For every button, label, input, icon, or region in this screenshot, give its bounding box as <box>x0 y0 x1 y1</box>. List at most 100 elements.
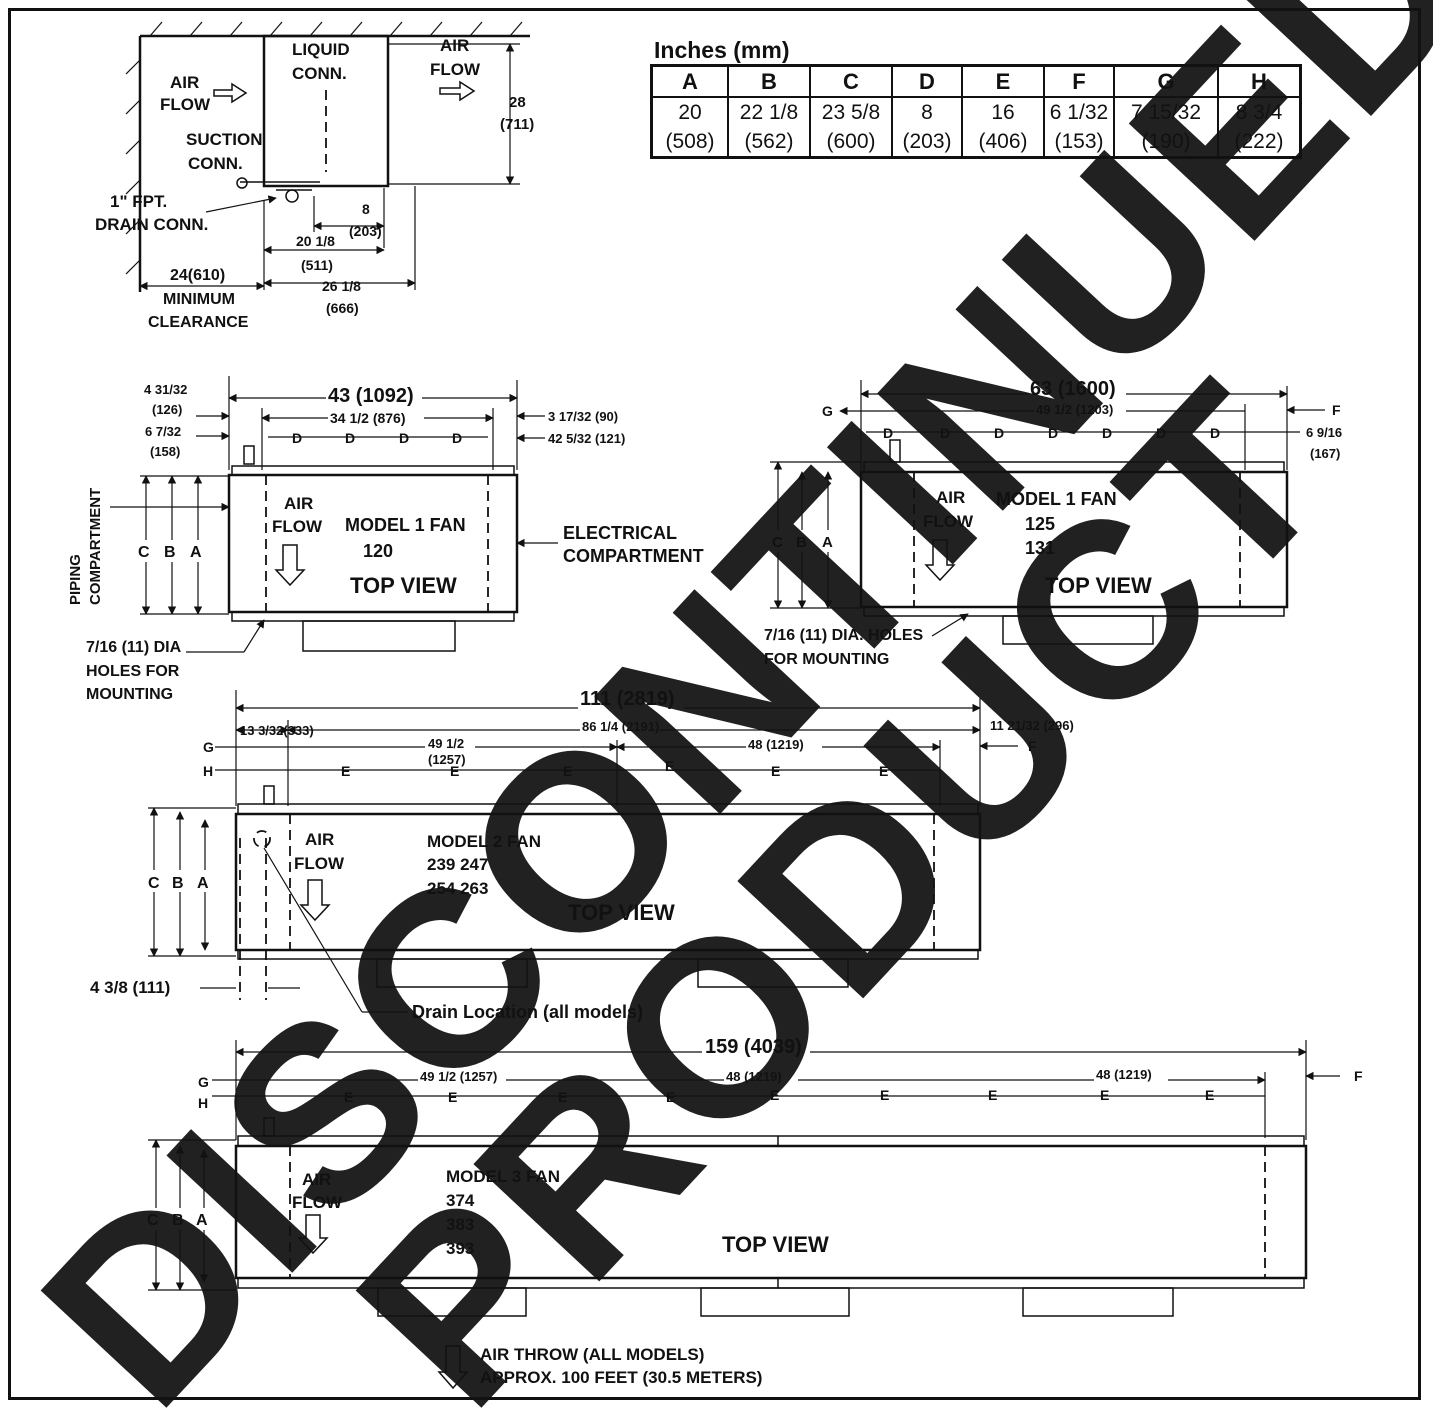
holes-label: 7/16 (11) DIA <box>86 639 182 656</box>
d-label-1: D <box>292 430 302 446</box>
header-h: H <box>1217 64 1302 98</box>
holes-label-2: HOLES FOR <box>86 663 180 680</box>
cell-c-in: 23 5/8 <box>809 97 893 127</box>
drain-conn-label-2: DRAIN CONN. <box>95 215 208 234</box>
dim-20-label: 20 1/8 <box>296 233 335 249</box>
mounting-rail-top <box>231 465 515 476</box>
cell-c-mm: (600) <box>809 127 893 159</box>
header-e: E <box>961 64 1045 98</box>
e-label-2fan-1: E <box>341 763 350 779</box>
dim-26-label: 26 1/8 <box>322 278 361 294</box>
electrical-label-2: COMPARTMENT <box>563 546 704 566</box>
height-label: 28 <box>509 94 526 111</box>
air-throw-line-2: APPROX. 100 FEET (30.5 METERS) <box>480 1368 762 1387</box>
g-label-2fan: G <box>203 739 214 755</box>
page-frame <box>8 8 1421 1400</box>
f-label-3fan: F <box>1354 1068 1363 1084</box>
cell-a-in: 20 <box>650 97 729 127</box>
right-dim-125-2: (167) <box>1310 446 1340 461</box>
header-b: B <box>727 64 811 98</box>
top-view-label-3fan: TOP VIEW <box>722 1232 829 1257</box>
air-throw-line-1: AIR THROW (ALL MODELS) <box>480 1345 704 1364</box>
d-label-125-4: D <box>1048 425 1058 441</box>
overall-dim-2fan: 111 (2819) <box>580 688 675 710</box>
cell-d-in: 8 <box>891 97 963 127</box>
drain-location-note: Drain Location (all models) <box>412 1002 643 1022</box>
letter-a-3fan: A <box>196 1212 208 1229</box>
model-number-131: 131 <box>1025 538 1055 558</box>
f-label-125: F <box>1332 402 1341 418</box>
header-a: A <box>650 64 729 98</box>
view-2-fan: 111 (2819) 13 3/32(333) 86 1/4 (2191) 11… <box>90 688 1074 1022</box>
model-label-2fan: MODEL 2 FAN <box>427 832 541 851</box>
dim-20-label-2: (511) <box>301 257 333 273</box>
table-row-inches: 20 22 1/8 23 5/8 8 16 6 1/32 7 15/32 8 3… <box>650 97 1302 127</box>
e-label-3fan-6: E <box>880 1087 889 1103</box>
right-top-dim: 3 17/32 (90) <box>548 409 618 424</box>
letter-b: B <box>164 544 176 561</box>
unit-body-2fan <box>234 812 982 952</box>
air-throw-arrow <box>437 1345 469 1390</box>
overall-dim-125: 63 (1600) <box>1030 378 1116 400</box>
d-label-125-7: D <box>1210 425 1220 441</box>
span1-2fan-2: (1257) <box>428 752 466 767</box>
header-g: G <box>1113 64 1219 98</box>
cell-b-in: 22 1/8 <box>727 97 811 127</box>
drain-pan-3fan-2 <box>700 1287 850 1317</box>
view-model-125: 63 (1600) G 49 1/2 (1203) F 6 9/16 (167)… <box>764 378 1342 668</box>
inner-dim-125: 49 1/2 (1203) <box>1036 402 1113 417</box>
wall-hatch <box>125 36 142 292</box>
table-row-mm: (508) (562) (600) (203) (406) (153) (190… <box>650 127 1302 159</box>
drain-pan-125 <box>1002 615 1154 645</box>
left-mid-dim-2: (158) <box>150 444 180 459</box>
air-flow-label-125-2: FLOW <box>923 512 974 531</box>
view-3-fan: 159 (4039) G 49 1/2 (1257) 48 (1219) 48 … <box>144 1034 1363 1317</box>
air-flow-label-2: FLOW <box>272 517 323 536</box>
drain-pan-120 <box>302 620 456 652</box>
cooler-body <box>262 34 390 188</box>
e-label-2fan-3: E <box>563 763 572 779</box>
model-number-120: 120 <box>363 541 393 561</box>
overall-dim-120: 43 (1092) <box>328 385 414 407</box>
piping-label-2: COMPARTMENT <box>87 488 104 605</box>
e-label-3fan-4: E <box>666 1089 675 1105</box>
letter-a-125: A <box>822 534 833 551</box>
e-label-2fan-5: E <box>771 763 780 779</box>
letter-b-2fan: B <box>172 875 184 892</box>
mounting-rail-bottom-2fan <box>237 949 979 960</box>
top-view-label-125: TOP VIEW <box>1045 573 1152 598</box>
liquid-conn-label: LIQUID <box>292 40 350 59</box>
header-d: D <box>891 64 963 98</box>
liquid-conn-label-2: CONN. <box>292 64 347 83</box>
air-flow-out-label-2: FLOW <box>430 60 481 79</box>
drain-connection <box>285 189 299 203</box>
dim-8-label-2: (203) <box>349 223 382 239</box>
span3-3fan: 48 (1219) <box>1096 1067 1152 1082</box>
air-flow-label-3fan-2: FLOW <box>292 1193 343 1212</box>
cell-e-mm: (406) <box>961 127 1045 159</box>
mounting-rail-top-2fan <box>237 803 979 815</box>
letter-c-2fan: C <box>148 875 160 892</box>
letter-c-3fan: C <box>147 1212 159 1229</box>
table-caption: Inches (mm) <box>654 37 790 63</box>
side-view: AIR FLOW LIQUID CONN. AIR FLOW SUCTION C… <box>95 21 534 331</box>
drain-dim-label: 4 3/8 (111) <box>90 978 170 997</box>
dim-26-label-2: (666) <box>326 300 359 316</box>
pipe-stub-2fan <box>263 785 275 805</box>
d-label-125-1: D <box>883 425 893 441</box>
cell-f-in: 6 1/32 <box>1043 97 1115 127</box>
d-label-4: D <box>452 430 462 446</box>
suction-conn-label: SUCTION <box>186 130 263 149</box>
top-view-label-120: TOP VIEW <box>350 573 457 598</box>
model-number-393: 393 <box>446 1239 474 1258</box>
mounting-rail-top-3fan <box>237 1135 1305 1147</box>
table-header-row: A B C D E F G H <box>650 64 1302 98</box>
e-label-3fan-8: E <box>1100 1087 1109 1103</box>
d-label-2: D <box>345 430 355 446</box>
air-flow-arrow <box>274 544 306 587</box>
e-label-3fan-7: E <box>988 1087 997 1103</box>
e-label-3fan-9: E <box>1205 1087 1214 1103</box>
f-label-2fan: F <box>1028 738 1037 754</box>
d-label-125-3: D <box>994 425 1004 441</box>
letter-b-3fan: B <box>172 1212 184 1229</box>
